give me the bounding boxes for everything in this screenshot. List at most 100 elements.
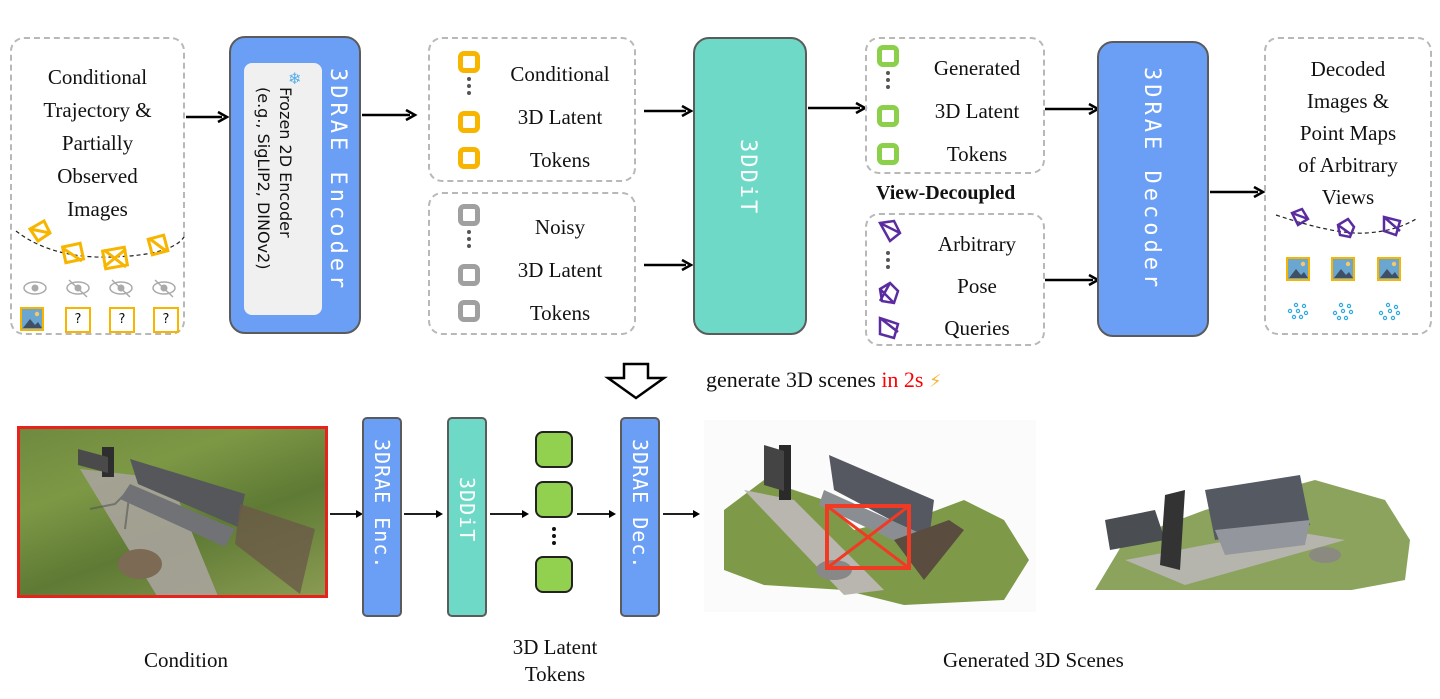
- occluded-region-marker: [825, 504, 911, 570]
- camera-frustum-icon: [27, 218, 52, 244]
- pose-label-line: Arbitrary: [937, 232, 1017, 256]
- arrow: [808, 101, 868, 115]
- conditional-token: [458, 51, 480, 73]
- output-line: Decoded: [1310, 57, 1386, 81]
- caption-text: generate 3D scenes: [706, 367, 882, 392]
- token-label-line: 3D Latent: [517, 258, 603, 282]
- dit-title: 3DDiT: [735, 139, 760, 216]
- token-label-line: Conditional: [510, 62, 610, 86]
- token-label-line: Tokens: [529, 148, 591, 172]
- arrow: [186, 110, 230, 124]
- arrow: [1210, 185, 1266, 199]
- output-line: Views: [1321, 185, 1375, 209]
- point-map-icon: [1378, 302, 1401, 321]
- arrow: [404, 510, 443, 518]
- pose-queries-box: Arbitrary Pose Queries: [865, 213, 1045, 346]
- generated-tokens-box: Generated 3D Latent Tokens: [865, 37, 1045, 174]
- generated-scene-view-2: [1085, 470, 1425, 590]
- 3drae-encoder-block-compact: 3DRAE Enc.: [362, 417, 402, 617]
- conditional-token: [458, 147, 480, 169]
- input-line: Observed: [57, 164, 138, 188]
- view-decoupled-label: View-Decoupled: [876, 182, 1016, 204]
- token-label-line: 3D Latent: [934, 99, 1020, 123]
- image-icon: [1377, 257, 1401, 281]
- 3drae-decoder-block-compact: 3DRAE Dec.: [620, 417, 660, 617]
- lightning-icon: ⚡: [929, 371, 942, 392]
- down-arrow-icon: [604, 362, 668, 400]
- point-map-icon: [1332, 302, 1354, 321]
- latent-token-stack: [535, 431, 575, 596]
- token-label-line: Noisy: [534, 215, 586, 239]
- token-label-line: Tokens: [946, 142, 1008, 166]
- ellipsis-icon: [467, 77, 471, 98]
- frozen-encoder-panel: ❄ Frozen 2D Encoder (e.g., SigLIP2, DINO…: [244, 63, 322, 315]
- ellipsis-icon: [467, 230, 471, 251]
- pose-label-line: Queries: [944, 316, 1010, 340]
- 3drae-encoder-block: ❄ Frozen 2D Encoder (e.g., SigLIP2, DINO…: [229, 36, 361, 334]
- generated-token: [877, 45, 899, 67]
- generated-scene-view-1: [704, 420, 1036, 612]
- input-condition-box: Conditional Trajectory & Partially Obser…: [10, 37, 185, 335]
- 3ddit-block-compact: 3DDiT: [447, 417, 487, 617]
- encoder-title: 3DRAE Encoder: [325, 68, 350, 293]
- input-line: Partially: [61, 131, 134, 155]
- input-line: Images: [67, 197, 128, 221]
- arrow: [577, 510, 616, 518]
- latent-token: [535, 431, 573, 468]
- noisy-token: [458, 300, 480, 322]
- unknown-image-slot: ?: [153, 307, 179, 333]
- noisy-token: [458, 264, 480, 286]
- input-line: Trajectory &: [43, 98, 152, 122]
- point-cloud-scene-illustration: [1095, 475, 1410, 590]
- generation-speed-caption: generate 3D scenes in 2s ⚡: [706, 369, 942, 391]
- encoder-short-title: 3DRAE Enc.: [370, 439, 394, 570]
- decoder-title: 3DRAE Decoder: [1139, 67, 1164, 292]
- noisy-token: [458, 204, 480, 226]
- point-map-icon: [1287, 302, 1309, 320]
- noisy-tokens-box: Noisy 3D Latent Tokens: [428, 192, 636, 335]
- ellipsis-icon: [552, 527, 556, 548]
- camera-frustum-icon: [878, 281, 900, 305]
- snowflake-icon: ❄: [288, 71, 302, 88]
- condition-label: Condition: [144, 648, 229, 672]
- arrow: [330, 510, 363, 518]
- 3drae-decoder-block: 3DRAE Decoder: [1097, 41, 1209, 337]
- dit-short-title: 3DDiT: [455, 477, 479, 543]
- input-line: Conditional: [47, 65, 148, 89]
- conditional-token: [458, 111, 480, 133]
- camera-frustum-icon: [1290, 207, 1310, 227]
- output-camera-trajectory: [1275, 207, 1417, 239]
- arrow: [1045, 102, 1101, 116]
- arrow: [663, 510, 700, 518]
- output-views-box: Decoded Images & Point Maps of Arbitrary…: [1264, 37, 1432, 335]
- pose-label-line: Pose: [957, 274, 997, 298]
- eye-icon: [23, 281, 47, 295]
- camera-frustum-icon: [1382, 215, 1402, 237]
- image-icon: [1286, 257, 1310, 281]
- arrow: [1045, 273, 1101, 287]
- camera-frustum-icon: [60, 241, 86, 265]
- arrow: [644, 258, 694, 272]
- unknown-image-slot: ?: [65, 307, 91, 333]
- camera-trajectory: [15, 218, 185, 271]
- latent-tokens-label: 3D Latent Tokens: [480, 634, 630, 688]
- image-icon: [20, 307, 44, 331]
- arrow: [362, 108, 418, 122]
- caption-highlight: in 2s: [881, 367, 924, 392]
- condition-image: [17, 426, 328, 598]
- frozen-encoder-examples: (e.g., SigLIP2, DINOv2): [254, 87, 273, 270]
- camera-frustum-icon: [1336, 217, 1356, 239]
- camera-frustum-icon: [100, 245, 130, 271]
- decoder-short-title: 3DRAE Dec.: [628, 439, 652, 570]
- ellipsis-icon: [886, 71, 890, 92]
- generated-scenes-label: Generated 3D Scenes: [943, 648, 1124, 672]
- latent-tokens-label-line: 3D Latent: [512, 635, 598, 659]
- unknown-image-slot: ?: [109, 307, 135, 333]
- output-line: of Arbitrary: [1298, 153, 1398, 177]
- eye-off-icon: [152, 279, 176, 298]
- eye-off-icon: [109, 279, 133, 298]
- generated-token: [877, 105, 899, 127]
- output-line: Point Maps: [1299, 121, 1397, 145]
- token-label-line: Generated: [933, 56, 1021, 80]
- bench-scene-illustration: [78, 447, 315, 595]
